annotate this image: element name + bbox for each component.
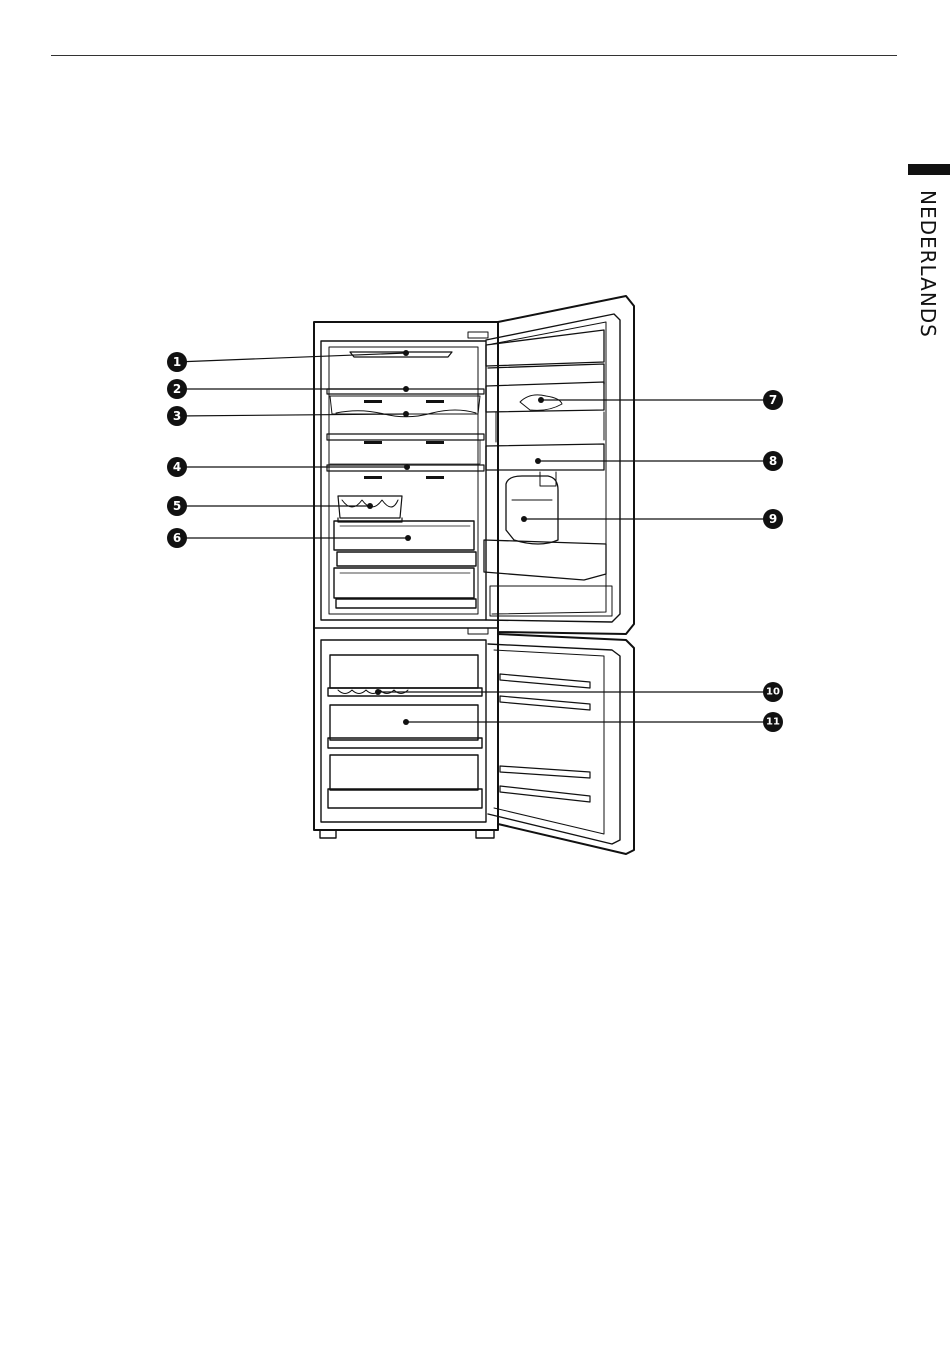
- language-tab-marker: [908, 164, 950, 175]
- svg-text:3: 3: [173, 409, 181, 423]
- svg-text:11: 11: [766, 717, 780, 728]
- svg-text:4: 4: [173, 460, 181, 474]
- callout-7: 7: [763, 390, 783, 410]
- svg-text:2: 2: [173, 382, 181, 396]
- callout-9: 9: [763, 509, 783, 529]
- refrigerator-diagram: 1 2 3 4 5 6 7 8 9 10 11: [160, 290, 800, 860]
- cabinet-body: [314, 322, 498, 830]
- callout-2: 2: [167, 379, 187, 399]
- door-bins: [484, 330, 612, 616]
- freezer-door: [488, 634, 634, 854]
- svg-text:10: 10: [766, 687, 780, 698]
- callout-1: 1: [167, 352, 187, 372]
- svg-text:8: 8: [769, 454, 777, 468]
- callout-4: 4: [167, 457, 187, 477]
- callout-3: 3: [167, 406, 187, 426]
- language-label: NEDERLANDS: [916, 190, 940, 338]
- callout-5: 5: [167, 496, 187, 516]
- freezer-door-rails: [500, 674, 590, 802]
- leader-lines: [176, 353, 774, 722]
- svg-text:6: 6: [173, 531, 181, 545]
- feet: [320, 830, 494, 838]
- svg-text:1: 1: [173, 355, 181, 369]
- freezer-drawers: [328, 655, 482, 808]
- fridge-door: [486, 296, 634, 634]
- callout-8: 8: [763, 451, 783, 471]
- callout-10: 10: [763, 682, 783, 702]
- glass-shelves: [327, 389, 484, 471]
- callout-11: 11: [763, 712, 783, 732]
- svg-text:9: 9: [769, 512, 777, 526]
- callout-6: 6: [167, 528, 187, 548]
- top-rule: [51, 55, 897, 56]
- svg-text:5: 5: [173, 499, 181, 513]
- svg-text:7: 7: [769, 393, 777, 407]
- crisper-drawers: [334, 521, 476, 608]
